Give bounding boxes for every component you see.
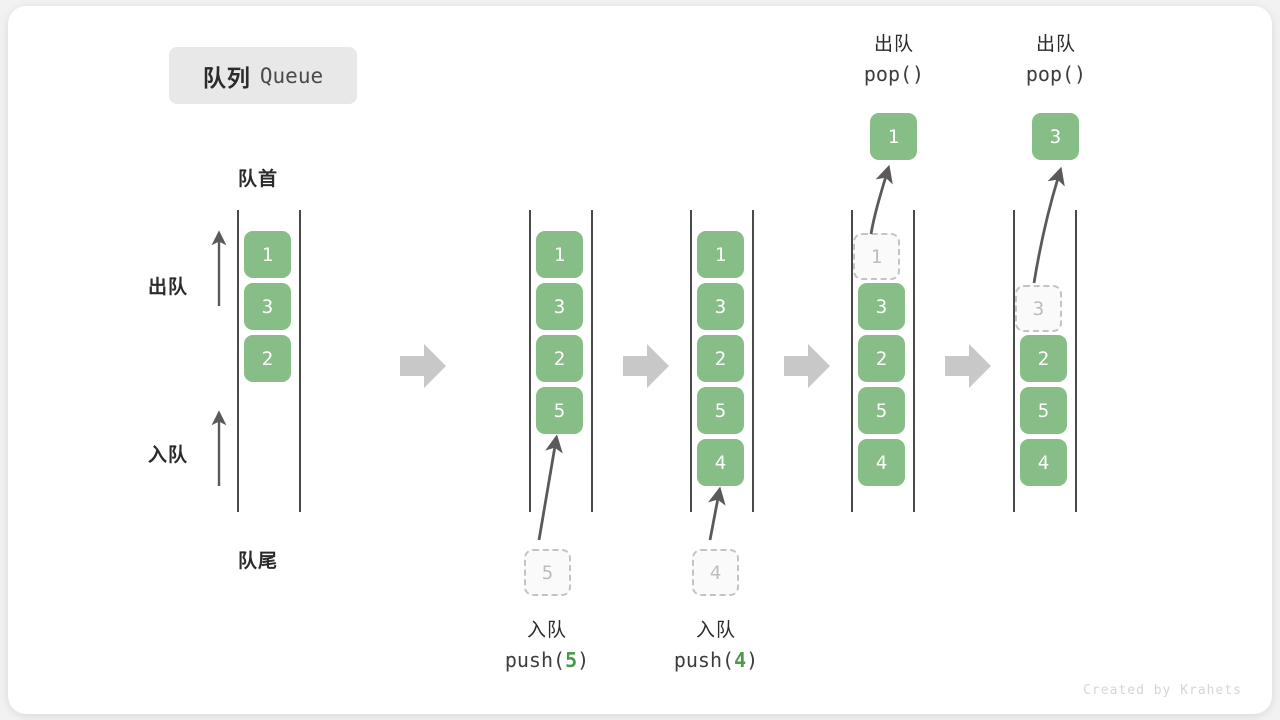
queue-rail-left-col4 bbox=[851, 210, 853, 512]
step-arrow-3 bbox=[784, 344, 830, 388]
queue-item: 5 bbox=[536, 387, 583, 434]
queue-rail-left-col1 bbox=[237, 210, 239, 512]
queue-item: 3 bbox=[536, 283, 583, 330]
rear-label: 队尾 bbox=[238, 550, 279, 572]
pop-3-arrow bbox=[1032, 166, 1065, 284]
push-4-arrow bbox=[708, 486, 726, 541]
queue-rail-left-col2 bbox=[529, 210, 531, 512]
queue-item: 2 bbox=[244, 335, 291, 382]
popped-element: 3 bbox=[1032, 113, 1079, 160]
queue-rail-right-col5 bbox=[1075, 210, 1077, 512]
queue-item: 3 bbox=[697, 283, 744, 330]
title-chip: 队列 Queue bbox=[169, 47, 357, 104]
front-label: 队首 bbox=[238, 168, 279, 190]
queue-item: 4 bbox=[697, 439, 744, 486]
popping-slot-ghost: 1 bbox=[853, 233, 900, 280]
queue-rail-left-col5 bbox=[1013, 210, 1015, 512]
queue-item: 3 bbox=[858, 283, 905, 330]
title-en: Queue bbox=[259, 63, 324, 88]
queue-item: 5 bbox=[1020, 387, 1067, 434]
queue-item: 2 bbox=[858, 335, 905, 382]
push-5-label: 入队 push(5) bbox=[473, 616, 621, 675]
push-4-label-code: push(4) bbox=[673, 647, 759, 672]
pop-1-arrow bbox=[869, 164, 893, 235]
queue-item: 4 bbox=[858, 439, 905, 486]
step-arrow-2 bbox=[623, 344, 669, 388]
arrows-overlay bbox=[211, 164, 1065, 541]
enqueue-direction-label: 入队 bbox=[148, 444, 189, 466]
push-5-arrow bbox=[537, 434, 563, 541]
push-4-label: 入队 push(4) bbox=[642, 616, 790, 675]
queue-rail-right-col3 bbox=[752, 210, 754, 512]
popped-element: 1 bbox=[870, 113, 917, 160]
queue-item: 1 bbox=[244, 231, 291, 278]
pop-label-1-code: pop() bbox=[863, 61, 925, 86]
queue-item: 3 bbox=[244, 283, 291, 330]
popping-slot-ghost: 3 bbox=[1015, 285, 1062, 332]
pending-push-element: 5 bbox=[524, 549, 571, 596]
queue-item: 2 bbox=[1020, 335, 1067, 382]
queue-item: 4 bbox=[1020, 439, 1067, 486]
queue-rail-right-col2 bbox=[591, 210, 593, 512]
watermark: Created by Krahets bbox=[1083, 683, 1242, 698]
queue-item: 2 bbox=[697, 335, 744, 382]
pending-push-element: 4 bbox=[692, 549, 739, 596]
pop-label-2: 出队 pop() bbox=[982, 30, 1130, 89]
queue-rail-left-col3 bbox=[690, 210, 692, 512]
pop-label-2-cn: 出队 bbox=[1035, 33, 1076, 55]
queue-item: 5 bbox=[858, 387, 905, 434]
queue-item: 5 bbox=[697, 387, 744, 434]
push-5-label-cn: 入队 bbox=[526, 619, 567, 641]
step-arrow-4 bbox=[945, 344, 991, 388]
queue-item: 1 bbox=[536, 231, 583, 278]
push-4-label-cn: 入队 bbox=[695, 619, 736, 641]
pop-label-1-cn: 出队 bbox=[873, 33, 914, 55]
pop-label-2-code: pop() bbox=[1025, 61, 1087, 86]
step-arrow-1 bbox=[400, 344, 446, 388]
queue-item: 2 bbox=[536, 335, 583, 382]
queue-rail-right-col4 bbox=[913, 210, 915, 512]
title-cn: 队列 bbox=[202, 65, 251, 92]
diagram-card: 队列 Queue 队首 队尾 出队 入队 1 3 2 1 3 2 5 5 入队 … bbox=[8, 6, 1272, 714]
diagram-stage: 队列 Queue 队首 队尾 出队 入队 1 3 2 1 3 2 5 5 入队 … bbox=[8, 6, 1272, 714]
push-5-label-code: push(5) bbox=[504, 647, 590, 672]
queue-item: 1 bbox=[697, 231, 744, 278]
dequeue-direction-label: 出队 bbox=[148, 276, 189, 298]
queue-rail-right-col1 bbox=[299, 210, 301, 512]
pop-label-1: 出队 pop() bbox=[820, 30, 968, 89]
